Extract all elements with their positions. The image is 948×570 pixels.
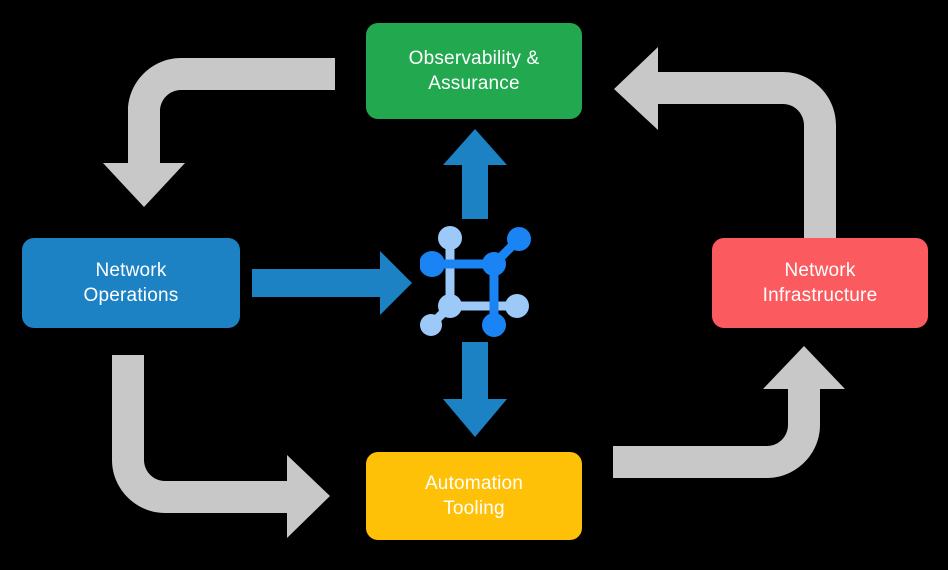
direct-arrow-operations-to-center (252, 251, 412, 315)
flow-arrow-observability-to-operations (103, 58, 335, 207)
node-network-infrastructure[interactable]: Network Infrastructure (712, 238, 928, 328)
flow-arrow-operations-to-automation (112, 355, 330, 538)
node-infrastructure-label: Network Infrastructure (762, 259, 878, 306)
topology-bright-nodes (420, 227, 531, 337)
node-automation-label: Automation Tooling (424, 472, 524, 519)
node-network-operations[interactable]: Network Operations (22, 238, 240, 328)
direct-arrow-center-to-automation (443, 342, 507, 437)
node-operations-label: Network Operations (83, 259, 179, 306)
flow-arrow-automation-to-infrastructure (613, 346, 845, 478)
network-topology-icon (420, 226, 531, 337)
flow-arrow-infrastructure-to-observability (614, 47, 836, 238)
node-observability-assurance[interactable]: Observability & Assurance (366, 23, 582, 119)
topology-light-nodes (420, 226, 529, 336)
node-observability-label: Observability & Assurance (408, 47, 540, 94)
node-automation-tooling[interactable]: Automation Tooling (366, 452, 582, 540)
direct-arrow-center-to-observability (443, 129, 507, 219)
